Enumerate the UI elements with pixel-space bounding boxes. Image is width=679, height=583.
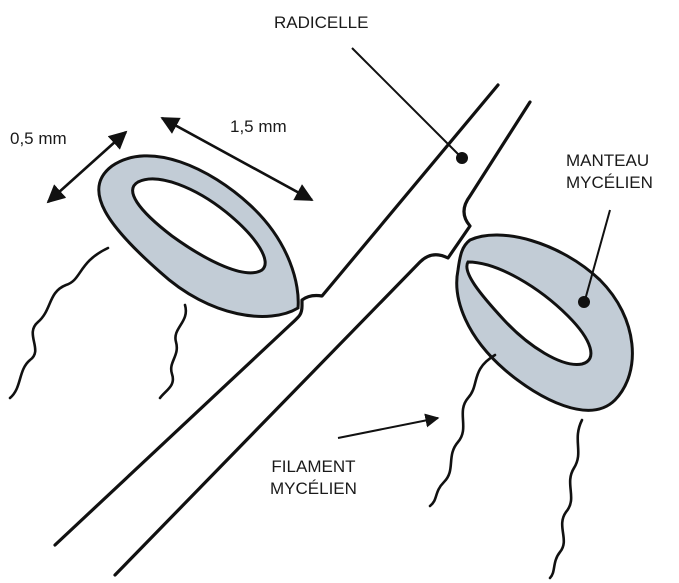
label-filament-line1: FILAMENT [270,456,357,478]
left-filament-1 [10,248,108,398]
label-manteau-line2: MYCÉLIEN [566,172,653,194]
left-filament-2 [160,305,186,398]
label-manteau-line1: MANTEAU [566,150,653,172]
label-filament: FILAMENT MYCÉLIEN [270,456,357,500]
label-radicelle: RADICELLE [274,12,368,34]
manteau-dot [578,296,590,308]
right-filament-1 [430,355,495,506]
label-dim-length: 1,5 mm [230,116,287,138]
radicelle-leader [352,48,460,156]
right-mycorrhiza [430,235,632,578]
radicelle-dot [456,152,468,164]
label-manteau: MANTEAU MYCÉLIEN [566,150,653,194]
filament-arrow [338,418,438,438]
label-filament-line2: MYCÉLIEN [270,478,357,500]
left-mycorrhiza [10,156,298,398]
right-filament-2 [550,420,582,578]
label-dim-width: 0,5 mm [10,128,67,150]
